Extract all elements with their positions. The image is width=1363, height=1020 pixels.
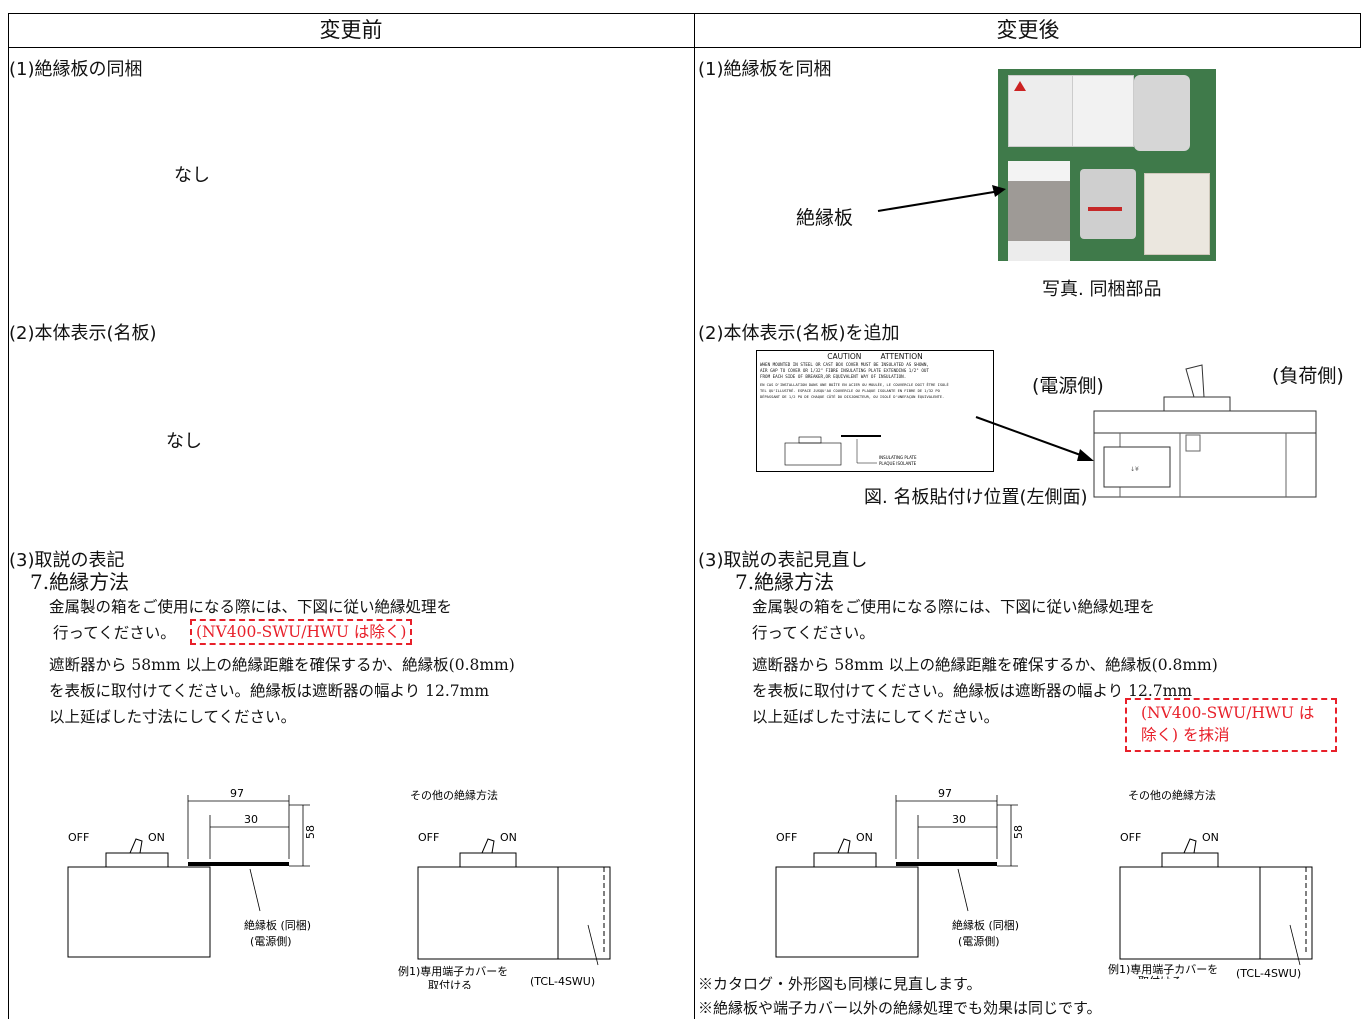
before-s1-title: (1)絶縁板の同梱: [9, 59, 143, 80]
dim-97-a: 97: [938, 787, 952, 800]
table-border-left: [8, 13, 9, 1019]
label-on-a: ON: [856, 831, 873, 844]
other-method-title: その他の絶縁方法: [410, 788, 498, 802]
nameplate-fr3: DÉPASSANT DE 1/2 PO DE CHAQUE CÔTÉ DU DI…: [760, 395, 945, 399]
before-s3-line3: 遮断器から 58mm 以上の絶縁距離を確保するか、絶縁板(0.8mm): [49, 656, 515, 674]
breaker-with-terminal-cover-after: その他の絶縁方法 OFF ON 例1)専用端子カバーを 取付ける (TCL-4S…: [1108, 788, 1313, 979]
breaker-with-terminal-cover: その他の絶縁方法 OFF ON 例1)専用端子カバーを 取付ける (TCL-4S…: [398, 788, 611, 989]
nameplate-plate2: PLAQUE ISOLANTE: [879, 461, 917, 466]
label-on: ON: [148, 831, 165, 844]
before-s3-line1: 金属製の箱をご使用になる際には、下図に従い絶縁処理を: [49, 598, 453, 616]
header-after: 変更後: [996, 18, 1060, 42]
before-s3-subtitle: 7.絶縁方法: [30, 570, 130, 594]
breaker-with-plate: OFF ON 97 30 58 絶縁板 (同梱) (電源側): [67, 787, 317, 958]
before-s3-line4: を表板に取付けてください。絶縁板は遮断器の幅より 12.7mm: [49, 682, 490, 700]
before-s3-highlight: (NV400-SWU/HWU は除く): [190, 619, 413, 645]
nameplate-fr1: EN CAS D'INSTALLATION DANS UNE BOÎTE EN …: [760, 383, 949, 387]
table-border-middle: [694, 13, 695, 1019]
before-insulation-diagram: OFF ON 97 30 58 絶縁板 (同梱) (電源側) その他の絶縁方法: [67, 787, 611, 989]
label-on-2: ON: [500, 831, 517, 844]
logo-icon: [1014, 81, 1026, 91]
callout-line1: (NV400-SWU/HWU は: [1141, 704, 1315, 722]
header-before: 変更前: [319, 18, 383, 42]
table-border-header: [8, 47, 1361, 48]
nameplate: CAUTION ATTENTION WHEN MOUNTED IN STEEL …: [756, 350, 994, 472]
label-off-a: OFF: [776, 831, 797, 844]
svg-text:↓¥: ↓¥: [1130, 466, 1139, 473]
terminal-cover: [1144, 173, 1210, 255]
table-border-right: [1360, 13, 1361, 47]
dim-58: 58: [304, 825, 317, 839]
label-load-side: (負荷側): [1272, 365, 1344, 387]
nameplate-en2: AIR GAP TO COVER OR 1/32" FIBRE INSULATI…: [760, 368, 929, 373]
after-note1: ※カタログ・外形図も同様に見直します。: [698, 975, 982, 993]
label-off-a2: OFF: [1120, 831, 1141, 844]
after-s3-line2: 行ってください。: [752, 624, 875, 642]
photo-caption: 写真. 同梱部品: [1042, 279, 1162, 300]
dim-30: 30: [244, 813, 258, 826]
before-s3-line2: 行ってください。: [53, 624, 176, 642]
after-s3-line4: を表板に取付けてください。絶縁板は遮断器の幅より 12.7mm: [752, 682, 1193, 700]
insulating-plate: [188, 862, 289, 866]
label-source-side: (電源側): [1032, 375, 1104, 397]
deletion-callout: (NV400-SWU/HWU は 除く) を抹消: [1125, 698, 1337, 752]
nameplate-en3: FROM EACH SIDE OF BREAKER,OR EQUIVALENT …: [760, 374, 907, 379]
example1: 例1)専用端子カバーを: [398, 964, 508, 978]
before-s2-title: (2)本体表示(名板): [9, 323, 157, 344]
after-s3-title: (3)取説の表記見直し: [698, 550, 868, 571]
plate-side-a: (電源側): [958, 934, 1000, 948]
bundled-parts-photo: [998, 69, 1216, 261]
nameplate-position: [1103, 446, 1171, 488]
comparison-table: 変更前 変更後 (1)絶縁板の同梱 なし (2)本体表示(名板) なし (3)取…: [8, 13, 1361, 1019]
dim-58-a: 58: [1012, 825, 1025, 839]
dim-97: 97: [230, 787, 244, 800]
nameplate-heading: CAUTION ATTENTION: [827, 352, 923, 361]
table-border-top: [8, 13, 1361, 14]
insulating-plate-a: [896, 862, 997, 866]
plate-label-a: 絶縁板 (同梱): [952, 918, 1019, 932]
label-off: OFF: [68, 831, 89, 844]
label-on-a2: ON: [1202, 831, 1219, 844]
nameplate-caption: 図. 名板貼付け位置(左側面): [864, 487, 1088, 508]
breaker-side-view: ↓¥: [1093, 364, 1317, 498]
screw-bag: [1080, 169, 1136, 239]
before-s3-line5: 以上延ばした寸法にしてください。: [49, 708, 297, 726]
example2-a: 取付ける: [1138, 975, 1182, 979]
nameplate-en1: WHEN MOUNTED IN STEEL OR CAST BOX COVER …: [760, 362, 929, 367]
after-s3-line1: 金属製の箱をご使用になる際には、下図に従い絶縁処理を: [752, 598, 1156, 616]
other-method-title-a: その他の絶縁方法: [1128, 788, 1216, 802]
breaker-with-plate-after: OFF ON 97 30 58 絶縁板 (同梱) (電源側): [775, 787, 1025, 958]
callout-line2: 除く) を抹消: [1141, 726, 1230, 744]
after-s2-title: (2)本体表示(名板)を追加: [698, 323, 900, 344]
arrow-to-nameplate-position: [975, 416, 1094, 461]
dim-30-a: 30: [952, 813, 966, 826]
red-strip: [1088, 207, 1122, 211]
after-insulation-diagram: OFF ON 97 30 58 絶縁板 (同梱) (電源側) その他の絶縁方法: [775, 787, 1313, 979]
nameplate-plate1: INSULATING PLATE: [879, 455, 917, 460]
model-label: (TCL-4SWU): [530, 975, 595, 988]
arrow-label-plate: 絶縁板: [796, 207, 854, 229]
example1-a: 例1)専用端子カバーを: [1108, 962, 1218, 976]
before-s2-content: なし: [166, 431, 202, 452]
before-s3-title: (3)取説の表記: [9, 550, 125, 571]
example2: 取付ける: [428, 979, 472, 989]
after-s1-title: (1)絶縁板を同梱: [698, 59, 832, 80]
arrow-to-plate: [877, 185, 1006, 212]
before-s1-content: なし: [174, 165, 210, 186]
manual-sheet-2: [1072, 75, 1134, 147]
plate-side: (電源側): [250, 934, 292, 948]
label-off-2: OFF: [418, 831, 439, 844]
insulating-plate-photo: [1008, 161, 1070, 261]
after-s3-line3: 遮断器から 58mm 以上の絶縁距離を確保するか、絶縁板(0.8mm): [752, 656, 1218, 674]
nameplate-diagram: INSULATING PLATE PLAQUE ISOLANTE: [784, 435, 917, 466]
bolt-bag: [1134, 75, 1190, 151]
after-s3-line5: 以上延ばした寸法にしてください。: [752, 708, 1000, 726]
model-label-a: (TCL-4SWU): [1236, 967, 1301, 979]
after-note2: ※絶縁板や端子カバー以外の絶縁処理でも効果は同じです。: [698, 999, 1102, 1017]
plate-label: 絶縁板 (同梱): [244, 918, 311, 932]
after-s3-subtitle: 7.絶縁方法: [735, 570, 835, 594]
nameplate-fr2: TEL QU'ILLUSTRÉ. ESPACE JUSQU'AU COUVERC…: [760, 389, 940, 393]
